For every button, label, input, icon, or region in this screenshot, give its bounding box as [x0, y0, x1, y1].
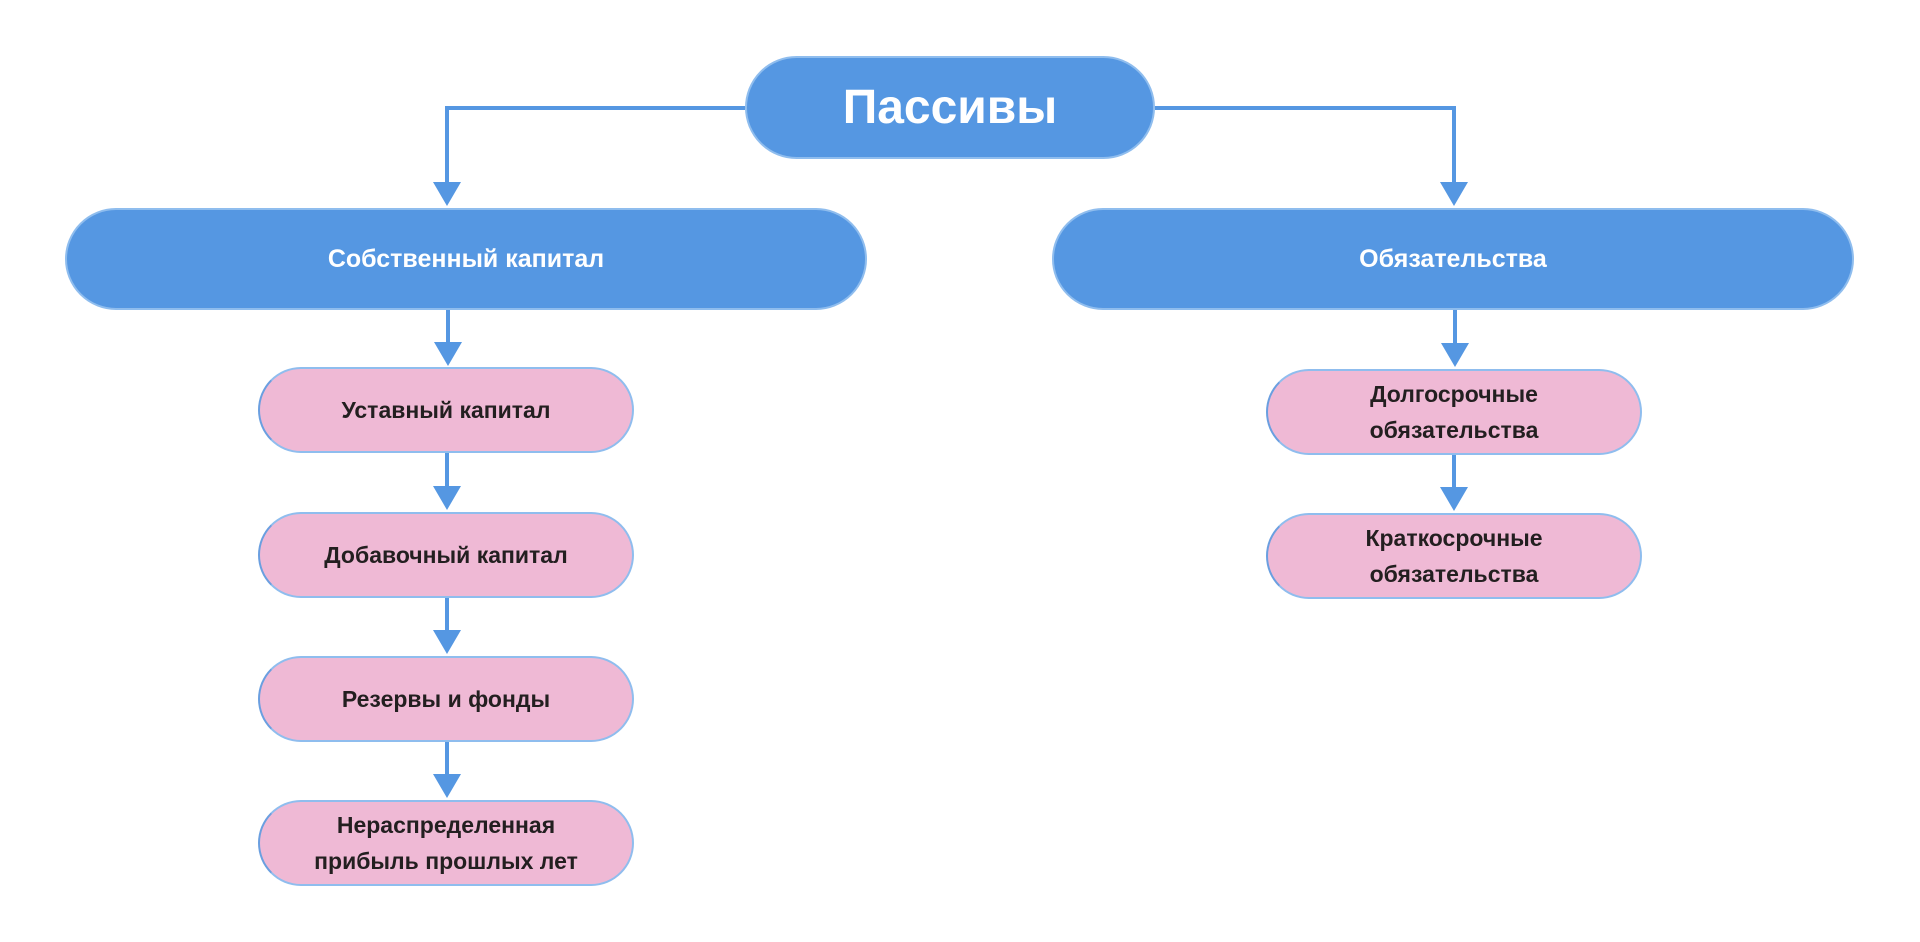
node-equity: Собственный капитал — [65, 208, 867, 310]
connector-root-liabilities — [1155, 106, 1456, 190]
node-liabilities: Обязательства — [1052, 208, 1854, 310]
arrow-head — [1440, 182, 1468, 206]
root-node-passives: Пассивы — [745, 56, 1155, 159]
node-reserves-funds: Резервы и фонды — [258, 656, 634, 742]
node-additional-capital: Добавочный капитал — [258, 512, 634, 598]
arrow-head — [434, 342, 462, 366]
arrow-head — [1440, 487, 1468, 511]
arrow-head — [433, 630, 461, 654]
arrow-head — [433, 774, 461, 798]
arrow-head — [1441, 343, 1469, 367]
arrow-head — [433, 486, 461, 510]
arrow-head — [433, 182, 461, 206]
node-retained-earnings: Нераспределенная прибыль прошлых лет — [258, 800, 634, 886]
node-long-term-liabilities: Долгосрочные обязательства — [1266, 369, 1642, 455]
node-authorized-capital: Уставный капитал — [258, 367, 634, 453]
connector-root-equity — [445, 106, 745, 190]
node-short-term-liabilities: Краткосрочные обязательства — [1266, 513, 1642, 599]
